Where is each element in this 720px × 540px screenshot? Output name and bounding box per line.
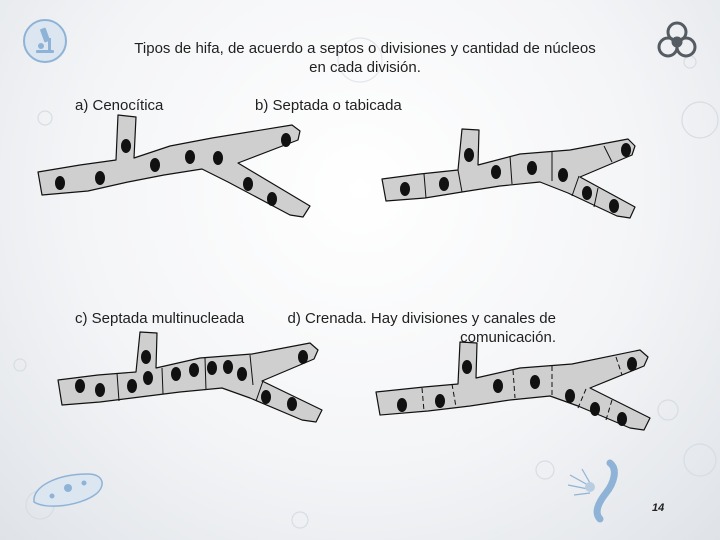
hypha-crenada xyxy=(375,341,651,431)
slide-title: Tipos de hifa, de acuerdo a septos o div… xyxy=(134,40,596,76)
hypha-septada-multinucleada xyxy=(57,331,323,423)
hypha-cenocitica xyxy=(37,114,311,218)
page-number: 14 xyxy=(652,502,665,514)
microorganism-icon xyxy=(567,459,618,523)
hypha-septada xyxy=(381,128,636,219)
paramecium-icon xyxy=(33,473,103,507)
microscope-icon xyxy=(23,19,67,63)
label-crenada: d) Crenada. Hay divisiones y canales de … xyxy=(287,310,556,346)
label-septada-multinucleada: c) Septada multinucleada xyxy=(75,310,245,327)
biohazard-icon xyxy=(657,21,697,58)
label-septada: b) Septada o tabicada xyxy=(255,97,402,114)
label-cenocitica: a) Cenocítica xyxy=(75,97,164,114)
